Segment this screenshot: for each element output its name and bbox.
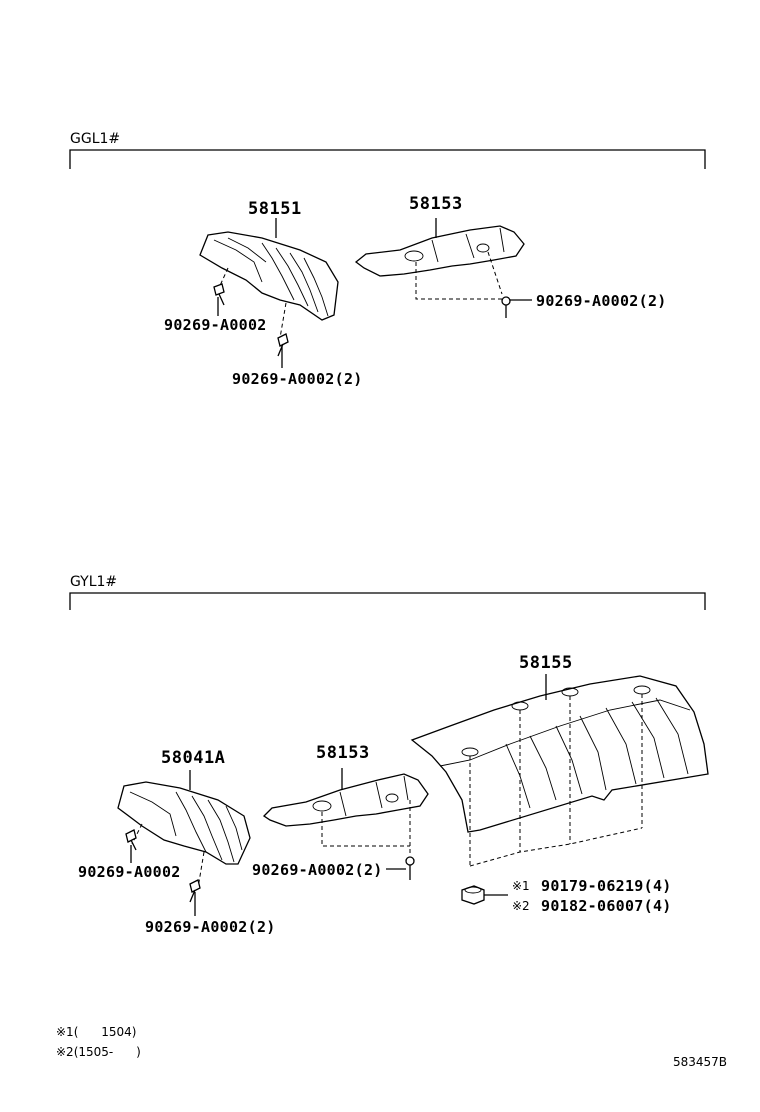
cover-58151-shape bbox=[199, 231, 339, 339]
part-number-58041a[interactable]: 58041A bbox=[161, 748, 226, 768]
part-number-clip[interactable]: 90269-A0002(2) bbox=[252, 861, 383, 879]
footnote-1: ※1( 1504) bbox=[56, 1025, 137, 1039]
push-clip-icon bbox=[213, 283, 225, 306]
section-bracket-gyl1 bbox=[69, 592, 706, 610]
section-title-gyl1: GYL1# bbox=[70, 574, 118, 590]
cover-58153-shape bbox=[354, 225, 525, 300]
part-number-nut-2[interactable]: 90182-06007(4) bbox=[541, 897, 672, 915]
cover-58153-shape bbox=[262, 773, 429, 856]
part-number-clip[interactable]: 90269-A0002(2) bbox=[536, 292, 667, 310]
push-clip-icon bbox=[277, 333, 289, 357]
push-clip-icon bbox=[405, 856, 415, 880]
part-number-nut-1[interactable]: 90179-06219(4) bbox=[541, 877, 672, 895]
figure-code: 583457B bbox=[673, 1055, 728, 1069]
footnote-2: ※2(1505- ) bbox=[56, 1045, 141, 1059]
flange-nut-icon bbox=[461, 885, 485, 905]
part-number-clip[interactable]: 90269-A0002 bbox=[78, 863, 181, 881]
part-number-58151[interactable]: 58151 bbox=[248, 199, 302, 219]
part-number-clip[interactable]: 90269-A0002(2) bbox=[145, 918, 276, 936]
cover-58041a-shape bbox=[117, 781, 251, 889]
push-clip-icon bbox=[189, 879, 201, 903]
section-bracket-ggl1 bbox=[69, 149, 706, 169]
push-clip-icon bbox=[501, 296, 511, 318]
section-title-ggl1: GGL1# bbox=[70, 131, 121, 147]
part-number-clip[interactable]: 90269-A0002(2) bbox=[232, 370, 363, 388]
nut-1-marker: ※1 bbox=[512, 879, 530, 893]
part-number-58155[interactable]: 58155 bbox=[519, 653, 573, 673]
part-number-58153[interactable]: 58153 bbox=[316, 743, 370, 763]
push-clip-icon bbox=[125, 829, 137, 851]
cover-58155-shape bbox=[410, 675, 709, 867]
part-number-58153[interactable]: 58153 bbox=[409, 194, 463, 214]
nut-2-marker: ※2 bbox=[512, 899, 530, 913]
part-number-clip[interactable]: 90269-A0002 bbox=[164, 316, 267, 334]
